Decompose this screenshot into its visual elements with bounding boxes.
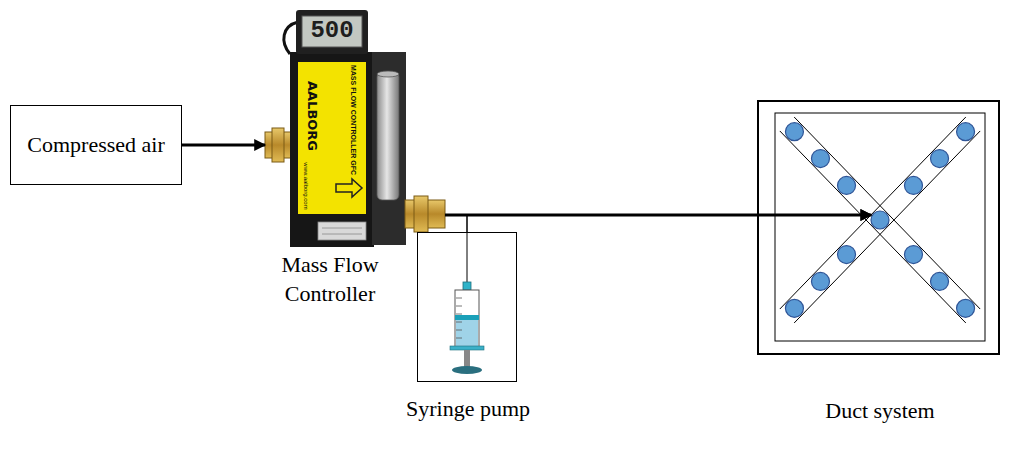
duct-box: Duct system — [757, 100, 1000, 355]
particle-dot — [838, 176, 856, 194]
particle-dot — [811, 150, 829, 168]
syringe-picture — [450, 233, 484, 374]
part-caption: Duct system — [780, 397, 980, 426]
label-holder: www.aalborg.com — [303, 162, 309, 209]
particle-dot — [957, 123, 975, 141]
process-label: Compressed air — [22, 131, 170, 160]
brand-name: AALBORG — [306, 81, 319, 151]
web-address: www.aalborg.com — [303, 162, 309, 209]
particle-dot — [785, 299, 803, 317]
particle-dot — [904, 246, 922, 264]
caption-holder: Mass Flow Controller — [250, 251, 410, 308]
particle-dot — [931, 150, 949, 168]
label-holder: AALBORG — [306, 81, 319, 151]
mass-flow-controller-picture — [265, 10, 445, 247]
label-holder: 500 — [310, 19, 353, 43]
label-holder: MASS FLOW CONTROLLER GFC — [350, 65, 357, 175]
part-caption: Mass Flow Controller — [250, 251, 410, 308]
flow-arrow — [467, 215, 871, 232]
particle-dot — [871, 211, 889, 229]
particle-dot — [811, 272, 829, 290]
pump-box: Syringe pump — [417, 232, 517, 382]
particle-dot — [904, 176, 922, 194]
duct-picture — [775, 113, 985, 341]
particle-dot — [957, 299, 975, 317]
particle-dot — [838, 246, 856, 264]
flow-arrow — [182, 144, 265, 147]
caption-holder: Duct system — [780, 397, 980, 426]
model-text: MASS FLOW CONTROLLER GFC — [350, 65, 357, 175]
display-reading: 500 — [310, 19, 353, 43]
source-box: Compressed air — [10, 105, 182, 185]
caption-holder: Syringe pump — [378, 395, 558, 424]
particle-dot — [931, 272, 949, 290]
part-caption: Syringe pump — [378, 395, 558, 424]
particle-dot — [785, 123, 803, 141]
